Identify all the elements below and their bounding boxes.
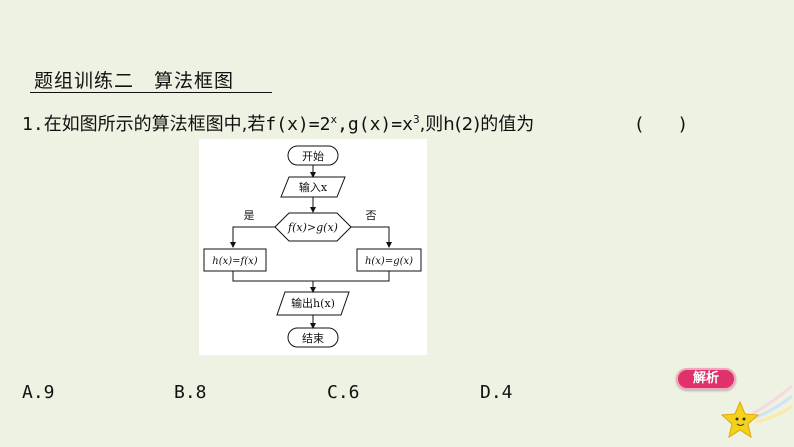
- input-label: 输入x: [299, 180, 328, 194]
- arrow-no-branch: [350, 226, 392, 248]
- start-terminal: [287, 145, 339, 166]
- g-exponent: 3: [412, 113, 420, 126]
- answer-blank: ( ): [636, 114, 687, 135]
- question-text: 1.在如图所示的算法框图中,若f(x)=2x,g(x)=x3,则h(2)的值为: [22, 110, 534, 136]
- question-text-post: ,则h(2)的值为: [419, 114, 535, 135]
- left-process-box: [203, 248, 267, 272]
- no-label: 否: [366, 209, 377, 222]
- right-process-box: [356, 248, 422, 272]
- right-assign-label: h(x)=g(x): [365, 256, 413, 267]
- heading-underline: [30, 92, 272, 93]
- end-terminal: [287, 327, 339, 348]
- decision-hexagon: [274, 212, 352, 242]
- star-icon: [720, 384, 793, 439]
- output-parallelogram: [276, 291, 350, 316]
- flowchart: 开始 输入x f(x)>g(x) 是 否 h(x)=f(x) h(x)=g(x)…: [203, 145, 422, 348]
- question-number: 1.: [22, 114, 44, 135]
- option-c[interactable]: C.6: [327, 382, 360, 403]
- option-d[interactable]: D.4: [480, 382, 513, 403]
- flowchart-panel: 开始 输入x f(x)>g(x) 是 否 h(x)=f(x) h(x)=g(x)…: [199, 139, 427, 355]
- yes-label: 是: [244, 209, 255, 222]
- line-left-merge: [232, 271, 313, 282]
- left-assign-label: h(x)=f(x): [212, 256, 258, 267]
- input-parallelogram: [280, 176, 346, 198]
- f-expression: f(x)=2: [265, 114, 331, 135]
- g-expression: g(x)=x: [347, 114, 413, 135]
- output-label: 输出h(x): [291, 296, 335, 310]
- line-right-merge: [313, 271, 390, 282]
- start-label: 开始: [302, 149, 324, 163]
- section-heading: 题组训练二 算法框图: [34, 70, 235, 92]
- explanation-button[interactable]: 解析: [676, 368, 736, 390]
- question-text-pre: 在如图所示的算法框图中,若: [43, 114, 266, 135]
- end-label: 结束: [302, 332, 324, 345]
- condition-label: f(x)>g(x): [287, 221, 338, 234]
- option-b[interactable]: B.8: [174, 382, 207, 403]
- option-a[interactable]: A.9: [22, 382, 55, 403]
- question-separator: ,: [337, 114, 348, 135]
- f-exponent: x: [330, 113, 338, 126]
- arrow-yes-branch: [230, 226, 276, 248]
